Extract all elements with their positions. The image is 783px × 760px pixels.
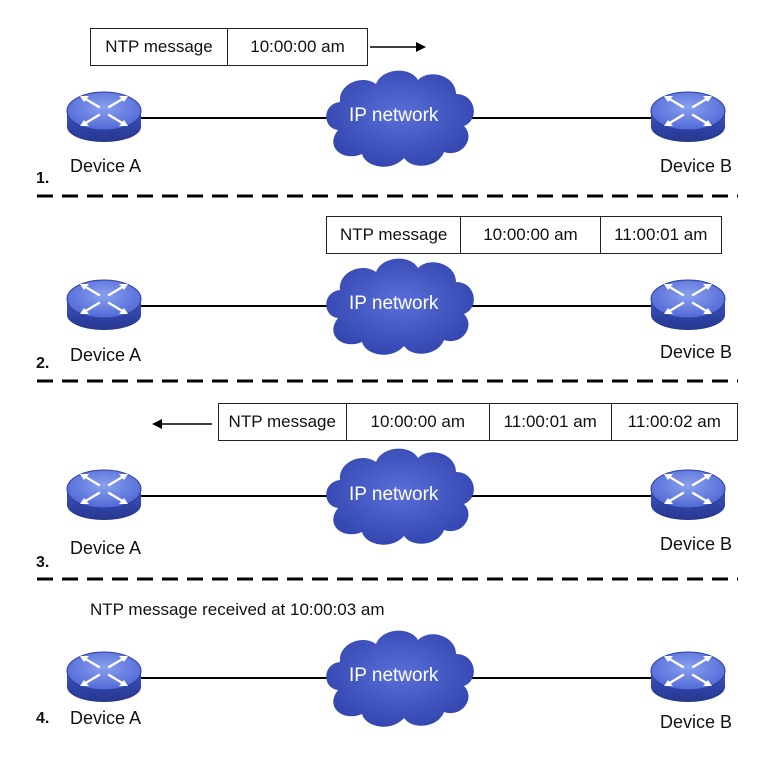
device-a-label: Device A xyxy=(70,156,142,176)
cloud-label: IP network xyxy=(349,484,439,505)
router-icon xyxy=(65,650,143,704)
cloud-label: IP network xyxy=(349,105,439,126)
router-icon xyxy=(65,90,143,144)
arrow-right-icon xyxy=(370,42,426,52)
panel-1-network xyxy=(65,42,727,167)
ntp-message-box-2: NTP message 10:00:00 am 11:00:01 am xyxy=(326,216,722,254)
step-number: 4. xyxy=(36,710,50,727)
ntp-message-box-1: NTP message 10:00:00 am xyxy=(90,28,368,66)
router-icon xyxy=(65,278,143,332)
device-b-label: Device B xyxy=(660,342,733,362)
device-b-label: Device B xyxy=(660,156,733,176)
timestamp-cell: 10:00:00 am xyxy=(250,37,345,56)
timestamp-cell: 11:00:02 am xyxy=(627,412,721,431)
panel-3-network xyxy=(65,419,727,545)
ntp-message-box-3: NTP message 10:00:00 am 11:00:01 am 11:0… xyxy=(218,403,738,441)
arrow-left-icon xyxy=(152,419,212,429)
router-icon xyxy=(649,650,727,704)
step-number: 2. xyxy=(36,355,50,372)
timestamp-cell: 11:00:01 am xyxy=(614,225,708,244)
timestamp-cell: 10:00:00 am xyxy=(347,404,490,440)
cloud-label: IP network xyxy=(349,665,439,686)
panel-4-network xyxy=(65,630,727,727)
router-icon xyxy=(65,468,143,522)
router-icon xyxy=(649,278,727,332)
message-cell: NTP message xyxy=(327,217,462,253)
step-number: 3. xyxy=(36,554,50,571)
device-b-label: Device B xyxy=(660,534,733,554)
cloud-label: IP network xyxy=(349,293,439,314)
timestamp-cell: 10:00:00 am xyxy=(461,217,601,253)
received-note: NTP message received at 10:00:03 am xyxy=(90,600,385,619)
device-b-label: Device B xyxy=(660,712,733,732)
panel-2-network xyxy=(65,258,727,355)
router-icon xyxy=(649,90,727,144)
device-a-label: Device A xyxy=(70,708,142,728)
message-cell: NTP message xyxy=(219,404,347,440)
device-a-label: Device A xyxy=(70,538,142,558)
timestamp-cell: 11:00:01 am xyxy=(490,404,612,440)
step-number: 1. xyxy=(36,170,50,187)
message-cell: NTP message xyxy=(91,29,229,65)
device-a-label: Device A xyxy=(70,345,142,365)
router-icon xyxy=(649,468,727,522)
